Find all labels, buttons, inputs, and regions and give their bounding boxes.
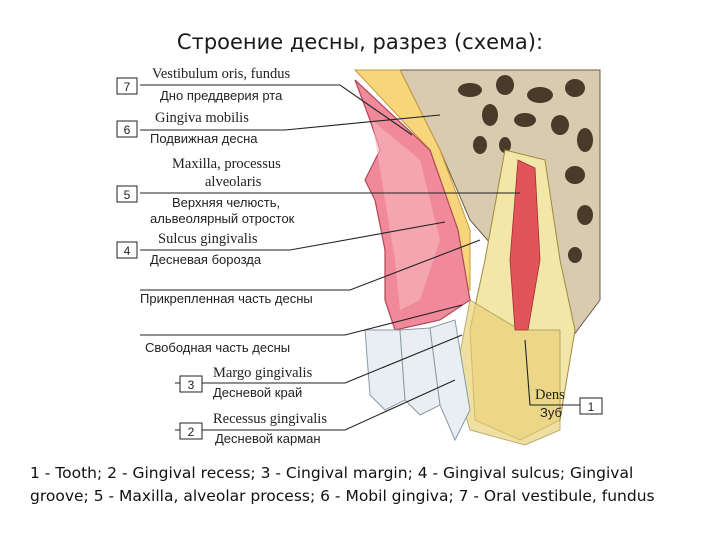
label-num-6: 6 [124,123,131,137]
label-latin-6: Gingiva mobilis [155,110,249,126]
label-num-1: 1 [588,400,595,414]
label-latin-2: Recessus gingivalis [213,411,327,427]
label-russian-1: Зуб [540,405,562,420]
label-num-4: 4 [124,244,131,258]
label-russian-7: Дно преддверия рта [160,88,283,103]
label-latin-4: Sulcus gingivalis [158,231,258,247]
label-free-gingiva: Свободная часть десны [145,340,290,355]
label-latin-7: Vestibulum oris, fundus [152,66,291,82]
label-num-3: 3 [188,378,195,392]
label-num-7: 7 [124,80,131,94]
label-russian-5-line2: альвеолярный отросток [150,211,295,226]
label-russian-6: Подвижная десна [150,131,258,146]
label-latin-5-line1: Maxilla, processus [172,156,281,172]
legend-caption: 1 - Tooth; 2 - Gingival recess; 3 - Cing… [30,462,695,508]
label-latin-3: Margo gingivalis [213,365,313,381]
label-russian-3: Десневой край [213,385,302,400]
label-attached-gingiva: Прикрепленная часть десны [140,291,313,306]
label-num-5: 5 [124,188,131,202]
label-latin-1: Dens [535,387,565,403]
label-latin-5-line2: alveolaris [205,174,262,190]
label-russian-5-line1: Верхняя челюсть, [172,195,280,210]
label-russian-2: Десневой карман [215,431,321,446]
label-russian-4: Десневая борозда [150,252,262,267]
label-num-2: 2 [188,425,195,439]
